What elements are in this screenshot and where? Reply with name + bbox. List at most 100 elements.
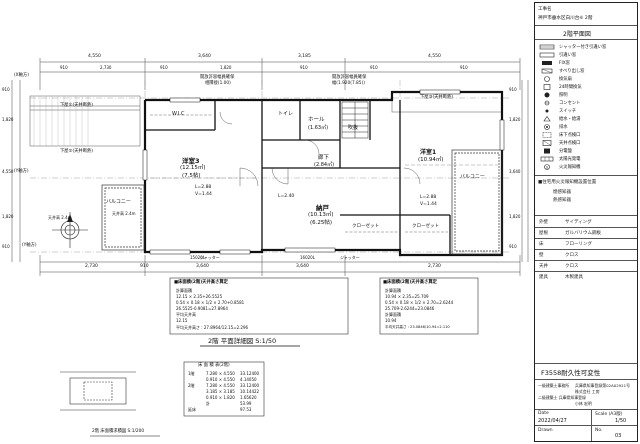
annotation: 相隣接(1.00) — [205, 81, 231, 86]
dimension-top: 3,640 — [198, 54, 211, 59]
annotation: 開放許容幅員確保 — [200, 75, 235, 80]
dimension-right: 910 — [509, 87, 517, 92]
title-block: 工事名 神戸市垂水区白川台⑥ 2階 2階平面図 シャッター付き引違い窓 引違い窓… — [534, 2, 638, 442]
dimension-bottom: 2,730 — [85, 264, 98, 269]
legend-row: 引違い窓 — [539, 51, 635, 59]
spec-label: 屋根 — [539, 231, 548, 236]
note-line: 平均天井高さ : 23.0846/10.94=2.110 — [385, 325, 450, 329]
dimension-top: 4,550 — [428, 54, 441, 59]
spec-value: 木製建具 — [565, 275, 583, 280]
dimension-top: 2,730 — [100, 65, 112, 70]
fire-note-title: ■住宅用火災報知機設置位置 — [538, 180, 597, 185]
legend-row: 太陽光発電 — [539, 155, 635, 163]
area-row-a: 1階 — [188, 371, 195, 376]
room-label: トイレ — [278, 111, 294, 117]
legend-row: 給水・給湯 — [539, 115, 635, 123]
spec-label: 壁 — [539, 253, 544, 258]
note-line: 10.94 × 2.35=25.709 — [385, 294, 429, 299]
annotation: (Y軸方) — [14, 169, 29, 174]
room-label: クローゼット — [352, 224, 379, 229]
floor-plan-drawing — [11, 58, 529, 437]
dimension-right: 3,640 — [509, 169, 521, 174]
date-value: 2022/04/27 — [538, 418, 567, 424]
legend-row: スイッチ — [539, 107, 635, 115]
office-line: 二級建築士 兵庫県知事登録 — [538, 395, 586, 400]
note-line: 平均天井高 — [176, 312, 196, 317]
spec-label: 床 — [539, 242, 544, 247]
dimension-left: 4,550 — [2, 169, 14, 174]
area-row-a: 2階 — [188, 383, 195, 388]
dimension-left: 1,820 — [2, 214, 14, 219]
legend-row: 分電盤 — [539, 147, 635, 155]
fire-note-line: 熱感知器 — [553, 198, 571, 203]
no-value: 03 — [615, 433, 622, 439]
spec-value: クロス — [565, 253, 579, 258]
project-label: 工事名 — [538, 7, 552, 12]
room-area: (1.63㎡) — [308, 125, 329, 131]
detail-title: 2階 平面詳細図 S:1/50 — [208, 337, 277, 345]
room-label: 洋室3 — [182, 157, 200, 165]
spec-label: 天井 — [539, 264, 548, 269]
ceiling-label: L=2.88 — [195, 185, 212, 190]
scale-label: Scale (A3版) — [595, 412, 623, 417]
fire-note-line: 煙感知器 — [553, 190, 571, 195]
room-area: (10.94㎡) — [418, 157, 444, 163]
note-line: 0.54 × 0.18 × 1/2 × 2.70+0.8581 — [176, 300, 245, 305]
note-line: 12.15 — [176, 318, 188, 323]
dimension-top: 910 — [160, 65, 168, 70]
annotation: 天井高 2.4m — [48, 215, 72, 220]
area-row-b: 0.910 × 1.820 — [206, 395, 235, 400]
note-line: 25.709-2.6244=23.0846 — [385, 306, 435, 311]
legend-row: すべり出し窓 — [539, 67, 635, 75]
dimension-bottom: 3,640 — [296, 264, 309, 269]
drawing-title: 2階平面図 — [563, 31, 591, 38]
no-label: No. — [595, 428, 603, 433]
spec-value: ガルバリウム鋼板 — [565, 231, 601, 236]
room-area: (12.15㎡) — [180, 165, 206, 171]
dimension-top: 910 — [370, 65, 378, 70]
area-row-c: 53.99 — [240, 401, 252, 406]
performance-label: F3558耐久性可変性 — [541, 369, 601, 377]
dimension-top: 910 — [460, 65, 468, 70]
ceiling-label: L=2.40 — [278, 194, 295, 199]
dimension-top: 4,550 — [88, 54, 101, 59]
note-line: 計算面積 — [385, 312, 401, 317]
small-plan-title: 2階 床面積求積図 S:1/200 — [92, 429, 145, 434]
room-area: (2.84㎡) — [314, 162, 335, 168]
area-row-c: 10.14422 — [240, 389, 260, 394]
scale-value: 1/50 — [615, 418, 627, 424]
area-row-c: 97.53 — [240, 407, 252, 412]
annotation: ジャッター — [200, 255, 220, 260]
room-label: 廊下 — [318, 155, 330, 161]
note-line: 26.5525-0.9081=27.8964 — [176, 306, 228, 311]
legend-row: 照明 — [539, 91, 635, 99]
spec-value: サイディング — [565, 220, 592, 225]
annotation: ジャッター — [340, 255, 360, 260]
annotation: 下屋③(天井断熱) — [420, 95, 453, 100]
note-title: ■床面積(2階)天井高さ算定 — [383, 280, 437, 285]
dimension-top: 1,820 — [220, 65, 232, 70]
annotation: (X軸方) — [14, 73, 29, 78]
office-line: 株式会社 工房 — [575, 389, 600, 394]
dimension-bottom: 15020L — [190, 255, 205, 260]
room-tatami: (7.5帖) — [182, 173, 201, 179]
legend-row: 床下点検口 — [539, 131, 635, 139]
annotation: 開放許容幅員確保 — [332, 75, 367, 80]
annotation: 天井高 2.4m — [112, 211, 136, 216]
note-line: 平均天井高さ : 27.8964/12.15=2.296 — [176, 325, 249, 330]
room-tatami: (6.25帖) — [310, 220, 333, 226]
note-line: 12.15 × 2.35+26.5525 — [176, 294, 223, 299]
spec-value: フローリング — [565, 242, 592, 247]
drawn-label: Drawn — [538, 428, 553, 433]
dimension-right: 910 — [509, 244, 517, 249]
room-label: 納戸 — [316, 204, 329, 212]
dimension-right: 1,820 — [509, 117, 521, 122]
note-line: 計算面積 — [176, 288, 192, 293]
annotation: 幅(1.920(7.85)) — [332, 81, 365, 86]
svg-text:S: S — [546, 165, 549, 169]
legend-row: FIX窓 — [539, 59, 635, 67]
ceiling-label: V=1.44 — [420, 202, 437, 207]
room-label: バルコニー — [106, 199, 131, 205]
